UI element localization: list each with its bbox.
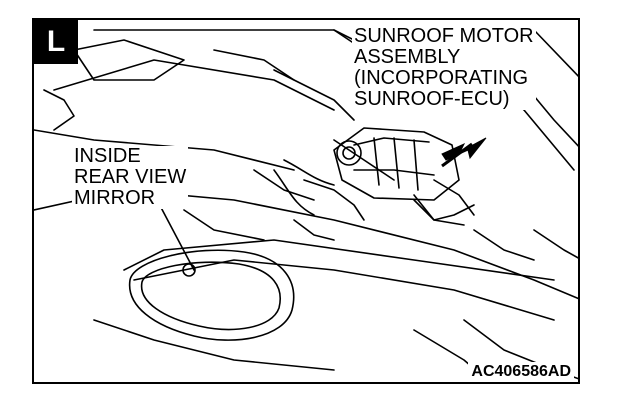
callout-line: SUNROOF MOTOR xyxy=(354,25,534,47)
callout-line: REAR VIEW xyxy=(74,166,187,188)
mirror-callout: INSIDE REAR VIEW MIRROR xyxy=(72,145,189,209)
roof-interior-drawing xyxy=(34,29,578,382)
sunroof-motor-callout: SUNROOF MOTOR ASSEMBLY (INCORPORATING SU… xyxy=(352,26,536,110)
callout-line: MIRROR xyxy=(74,187,156,209)
callout-line: (INCORPORATING xyxy=(354,67,529,89)
callout-line: SUNROOF-ECU) xyxy=(354,88,510,110)
callout-line: INSIDE xyxy=(74,145,141,167)
figure-frame: L SUNROOF MOTOR ASSEMBLY (INCORPORATING … xyxy=(32,18,580,384)
figure-code: AC406586AD xyxy=(468,362,574,382)
section-badge: L xyxy=(34,20,78,64)
callout-line: ASSEMBLY xyxy=(354,46,461,68)
